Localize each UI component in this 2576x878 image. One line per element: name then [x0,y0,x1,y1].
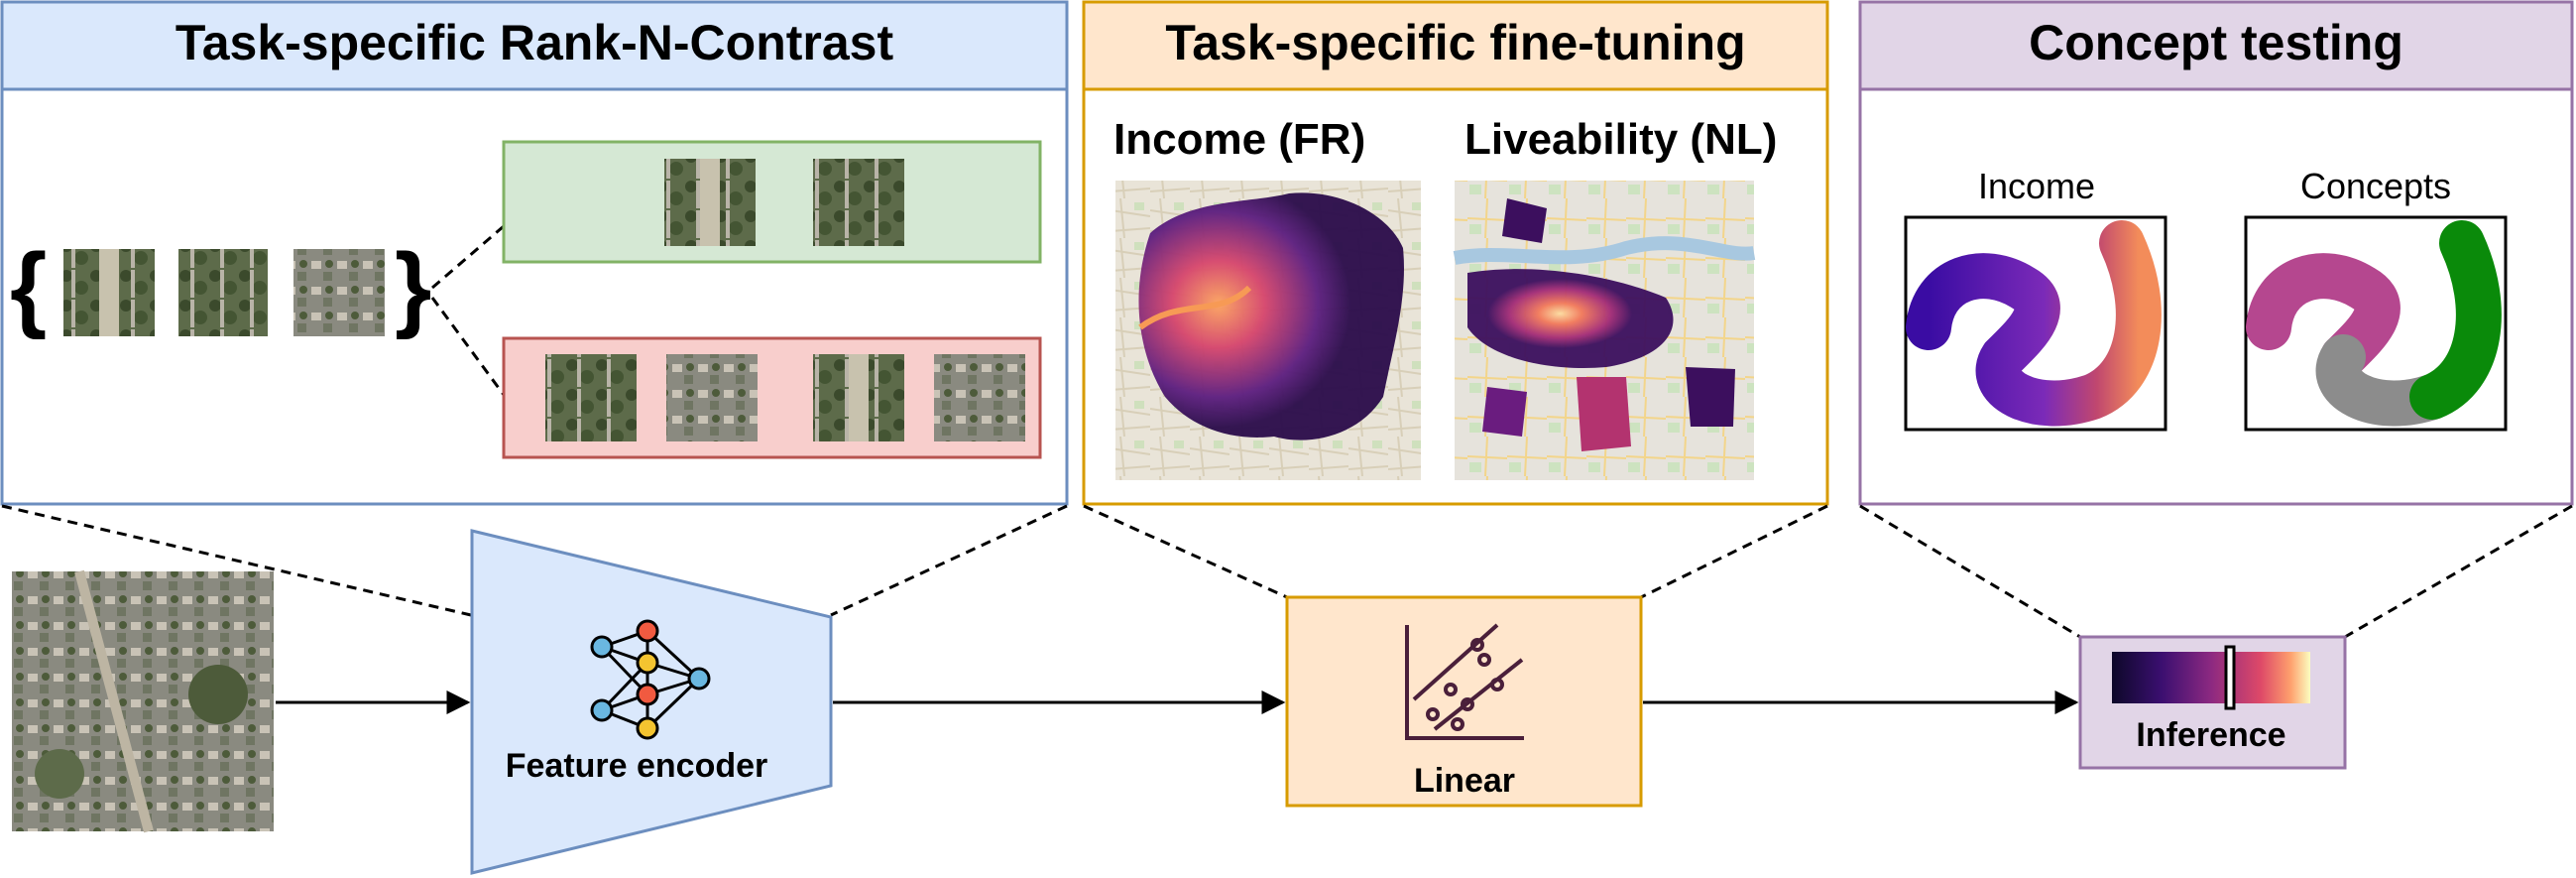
map-right-label: Liveability (NL) [1464,115,1777,164]
right-brace: } [395,234,431,340]
negative-image-4 [934,354,1025,441]
linear-regression-icon [1405,623,1524,740]
linear-block: Linear [1285,595,1643,808]
positive-image-2 [813,159,904,246]
inference-block: Inference [2078,635,2347,770]
left-brace: { [10,234,47,340]
inference-label: Inference [2136,716,2285,754]
concepts-embedding-plot [2244,215,2508,432]
positive-image-1 [664,159,756,246]
liveability-nl-map [1453,181,1756,480]
colorbar-marker [2224,645,2236,710]
colorbar-icon [2112,652,2310,703]
finetune-panel: Task-specific fine-tuning Income (FR) Li… [1082,0,1829,506]
concept-panel: Concept testing Income Concepts [1858,0,2574,506]
negative-image-1 [545,354,637,441]
rnc-panel: Task-specific Rank-N-Contrast { } [0,0,1069,506]
rnc-panel-header [0,0,1069,91]
concept-panel-header [1858,0,2574,91]
rnc-panel-title: Task-specific Rank-N-Contrast [176,15,894,70]
neural-network-icon [590,619,711,740]
input-satellite-image [12,569,274,833]
feature-encoder-label: Feature encoder [506,747,768,785]
link-negative [430,297,506,396]
anchor-image-3 [293,249,385,336]
concept-panel-title: Concept testing [2029,15,2403,70]
income-fr-map [1115,181,1421,480]
positive-set-box [502,140,1042,264]
finetune-panel-title: Task-specific fine-tuning [1165,15,1745,70]
feature-encoder-block: Feature encoder [470,529,833,875]
anchor-image-1 [63,249,155,336]
negative-image-2 [666,354,758,441]
negative-image-3 [813,354,904,441]
finetune-panel-header [1082,0,1829,91]
linear-label: Linear [1414,762,1515,800]
income-embedding-label: Income [1978,166,2095,206]
concepts-embedding-label: Concepts [2300,166,2451,206]
income-embedding-plot [1904,215,2167,432]
zoom-lines [1,504,2573,639]
anchor-image-2 [178,249,268,336]
map-left-label: Income (FR) [1113,115,1365,164]
